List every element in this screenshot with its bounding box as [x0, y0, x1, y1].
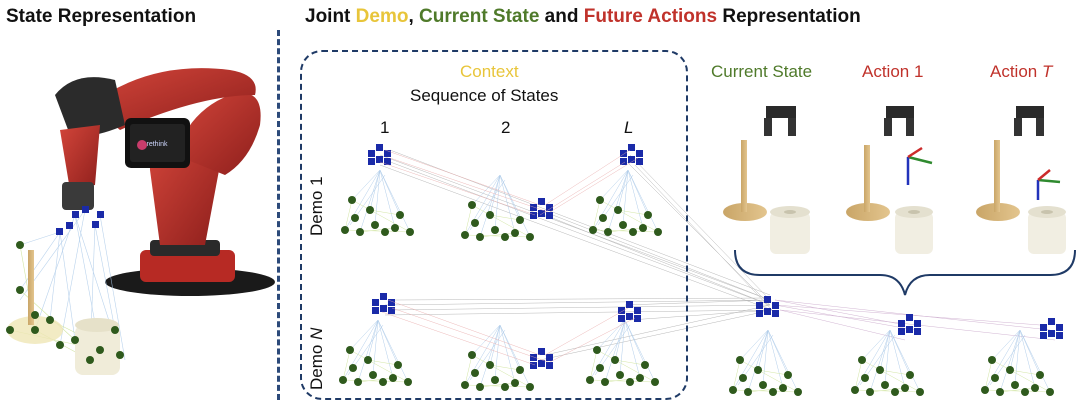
- heading-future-actions: Future Actions: [583, 6, 718, 27]
- action-T-var: T: [1041, 62, 1053, 81]
- context-box: [300, 50, 688, 400]
- step-1-label: 1: [380, 118, 390, 137]
- demo-N-var: N: [307, 327, 326, 340]
- heading-and: and: [539, 6, 584, 27]
- heading-prefix: Joint: [305, 6, 356, 27]
- current-state-scene: [723, 106, 810, 254]
- actionT-graph: [980, 318, 1063, 397]
- demo-N-label: Demo N: [307, 328, 327, 390]
- actions-bracket: [734, 249, 1076, 296]
- context-subtitle: Sequence of States: [410, 86, 559, 105]
- heading-suffix: Representation: [717, 6, 861, 27]
- robot-arm: rethink: [55, 68, 275, 296]
- heading-demo: Demo: [355, 6, 409, 27]
- demo-1-label: Demo 1: [307, 176, 326, 236]
- current-state-label: Current State: [711, 62, 813, 81]
- state-representation-heading: State Representation: [6, 6, 197, 27]
- demoN-temporal-edges: [381, 299, 636, 366]
- step-2-label: 2: [501, 118, 511, 137]
- context-to-current-edges: [379, 149, 773, 361]
- heading-sep: ,: [408, 6, 420, 27]
- demo-N-prefix: Demo: [307, 339, 326, 390]
- demo1-temporal-edges: [379, 149, 639, 216]
- joint-representation-heading: Joint Demo, Current State and Future Act…: [305, 6, 861, 28]
- heading-current-state: Current State: [419, 6, 540, 27]
- context-title: Context: [460, 62, 519, 81]
- action-T-prefix: Action: [990, 62, 1042, 81]
- actionT-scene: [976, 106, 1066, 254]
- action-T-label: Action T: [990, 62, 1052, 82]
- action1-graph: [850, 314, 925, 397]
- robot-screen-text: rethink: [146, 141, 168, 148]
- section-divider: [277, 30, 280, 400]
- step-L-label: L: [624, 118, 634, 137]
- action1-scene: [846, 106, 933, 254]
- action-1-label: Action 1: [862, 62, 924, 81]
- robot-state-graph: [6, 206, 126, 375]
